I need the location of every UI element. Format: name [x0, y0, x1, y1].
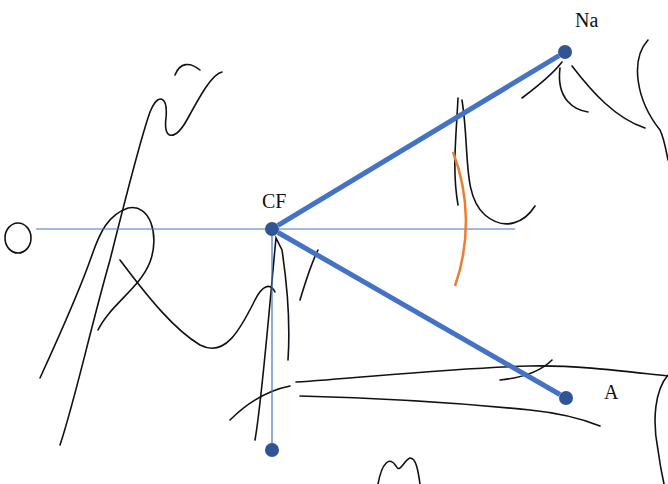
cranial-contour [120, 260, 275, 348]
landmark-label: CF [262, 191, 286, 211]
soft-tissue-profile [655, 375, 668, 484]
vertical-reference [271, 229, 272, 456]
orbit-contour [462, 100, 535, 224]
landmark-label: Na [575, 10, 598, 30]
pterygoid-contour [300, 250, 318, 300]
landmark-point: CF [265, 222, 279, 236]
reference-point [265, 443, 279, 457]
maxilla-contour [230, 386, 290, 420]
landmark-label: A [604, 382, 618, 402]
landmark-point: A [559, 391, 573, 405]
tooth-contour [378, 458, 420, 484]
ear-rod [5, 223, 31, 253]
cranial-contour [175, 65, 200, 75]
soft-tissue-profile [638, 40, 668, 160]
cranial-contour [60, 72, 222, 445]
measurement-line [278, 56, 559, 226]
palate-contour [296, 366, 668, 382]
nasal-bone [572, 66, 645, 128]
landmark-point: Na [558, 45, 572, 59]
palate-contour [300, 396, 600, 426]
angle-arc [453, 152, 466, 286]
measurement-line [278, 232, 560, 394]
cranial-contour [40, 207, 154, 378]
